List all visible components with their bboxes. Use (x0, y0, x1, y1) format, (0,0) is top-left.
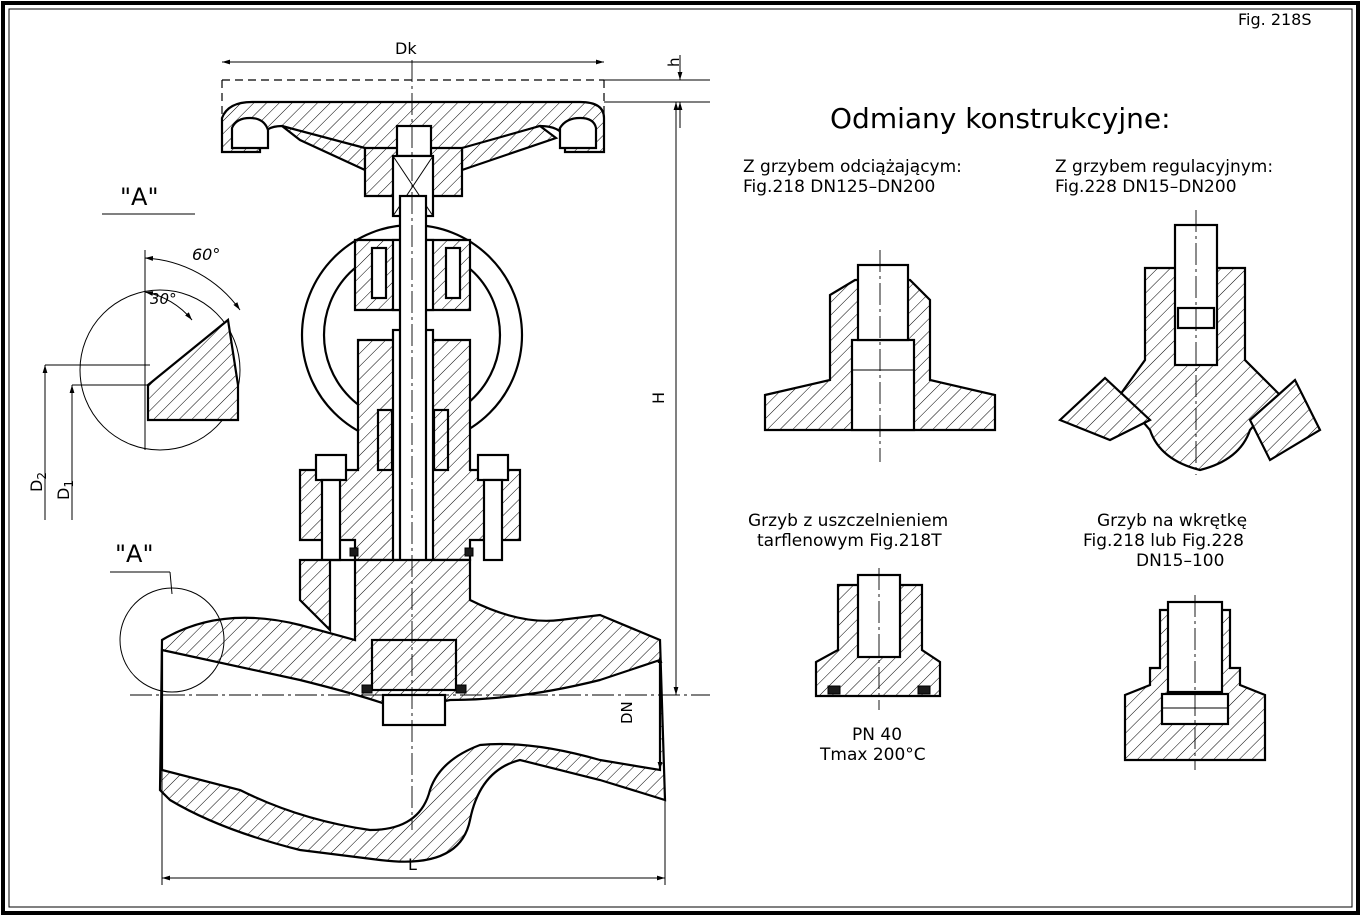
stud-left (314, 453, 348, 482)
valve-main-view (130, 60, 710, 863)
variant2-drawing (1057, 210, 1322, 475)
detail-a-angle-30: 30° (150, 290, 177, 308)
main-dimensions: Dk h H DN L D2 D1 (27, 39, 710, 885)
variant4-sub: Fig.218 lub Fig.228 (1083, 531, 1244, 551)
dim-h-small-label: h (665, 57, 683, 67)
variant4-title: Grzyb na wkrętkę (1097, 511, 1247, 531)
detail-a-callout: "A" (115, 540, 154, 568)
dim-H-label: H (649, 392, 668, 404)
stud-right (476, 453, 510, 482)
variant3-title: Grzyb z uszczelnieniem (748, 511, 948, 531)
variant3-note1: PN 40 (852, 725, 902, 745)
dim-l-label: L (408, 855, 417, 874)
variant3-drawing (814, 568, 942, 710)
variant1-drawing (763, 250, 997, 462)
variants-heading: Odmiany konstrukcyjne: (830, 102, 1171, 135)
variant3-sub: tarflenowym Fig.218T (757, 531, 942, 551)
stem (398, 194, 428, 588)
variant1-sub: Fig.218 DN125–DN200 (743, 177, 935, 197)
valve-disc (370, 638, 458, 692)
detail-a: "A" 60° 30° "A" (79, 183, 241, 693)
variant1-title: Z grzybem odciążającym: (743, 157, 962, 177)
variant2-title: Z grzybem regulacyjnym: (1055, 157, 1273, 177)
variant2-sub: Fig.228 DN15–DN200 (1055, 177, 1237, 197)
detail-a-title: "A" (120, 183, 159, 211)
variant3-note2: Tmax 200°C (819, 745, 926, 765)
variants-panel: Odmiany konstrukcyjne: Z grzybem odciąża… (743, 102, 1322, 770)
dim-dk-label: Dk (395, 39, 417, 58)
variant4-drawing (1123, 595, 1267, 770)
detail-a-angle-60: 60° (192, 245, 220, 264)
variant4-sub2: DN15–100 (1136, 551, 1224, 571)
sheet-inner-frame (8, 8, 1353, 908)
dim-d1-label: D1 (54, 480, 76, 500)
dim-d2-label: D2 (27, 472, 49, 492)
dim-dn-label: DN (618, 701, 636, 724)
figure-number: Fig. 218S (1238, 10, 1312, 29)
